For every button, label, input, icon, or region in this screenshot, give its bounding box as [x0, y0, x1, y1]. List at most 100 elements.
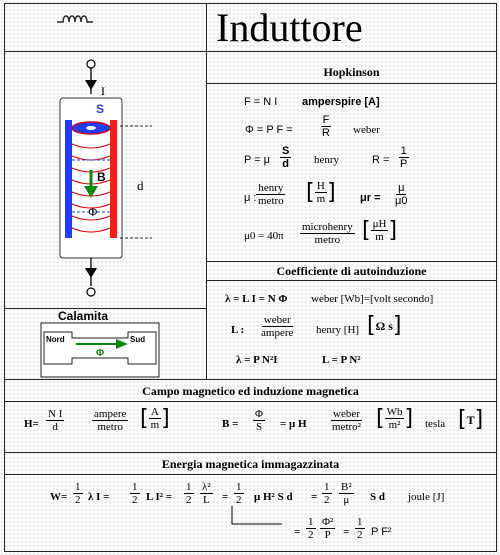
- mu-num: μ: [396, 182, 407, 195]
- hopkinson-title: Hopkinson: [323, 65, 380, 79]
- lambda-i: λ I =: [88, 491, 110, 503]
- eq-1: =: [222, 491, 229, 503]
- henry-num: henry: [256, 182, 286, 195]
- ohm-s-bracket: [Ω s]: [367, 313, 402, 338]
- one-6: 1: [306, 516, 316, 529]
- ni-num: N I: [46, 408, 65, 421]
- m2-den: m²: [388, 419, 401, 431]
- one-num: 1: [398, 145, 409, 158]
- mu-label: μ :: [244, 192, 257, 204]
- joule-text: joule [J]: [408, 491, 445, 503]
- one-1: 1: [73, 481, 83, 494]
- magnet-diagram: [40, 322, 160, 378]
- campo-title-line: [4, 401, 497, 402]
- metro2-den: metro²: [332, 421, 361, 433]
- inductor-diagram: [59, 59, 152, 297]
- connector-line: [231, 506, 282, 525]
- two-1: 2: [75, 494, 81, 506]
- amperspire: amperspire [A]: [302, 96, 380, 108]
- h-num: H: [314, 180, 327, 193]
- one-7: 1: [355, 516, 365, 529]
- sud-label: Sud: [130, 335, 146, 344]
- phi-label: Φ: [88, 205, 98, 219]
- m-den: m: [316, 193, 326, 205]
- lambda-eq: λ = L I = N Φ: [225, 293, 288, 305]
- lambda2-num: λ²: [200, 481, 213, 494]
- auto-top-line: [206, 261, 497, 262]
- lambda-pn2i: λ = P N²I: [236, 354, 278, 366]
- m-den: m: [150, 419, 160, 431]
- p-eq: P = μ: [244, 154, 271, 166]
- w-eq: W=: [50, 491, 68, 503]
- f-eq: F = N I: [244, 96, 278, 108]
- two-4: 2: [236, 494, 242, 506]
- phi-num: Φ: [253, 408, 266, 421]
- auto-title: Coefficiente di autoinduzione: [276, 264, 427, 278]
- eq-4: =: [343, 526, 350, 538]
- two-5: 2: [324, 494, 330, 506]
- s-den: S: [255, 421, 263, 433]
- b-label: B: [97, 170, 106, 184]
- l-den: L: [202, 494, 210, 506]
- r-eq: R =: [372, 154, 390, 166]
- one-3: 1: [184, 481, 194, 494]
- weber-num: weber: [331, 408, 362, 421]
- r-den: R: [322, 127, 330, 139]
- b-eq: B =: [222, 418, 239, 430]
- henry-unit: henry: [314, 154, 340, 166]
- metro-den: metro: [258, 195, 284, 207]
- nord-label: Nord: [46, 335, 65, 344]
- microhenry-num: microhenry: [300, 221, 355, 234]
- d-den: d: [282, 158, 290, 170]
- one-4: 1: [234, 481, 244, 494]
- eq-3: =: [294, 526, 301, 538]
- pf2: P F²: [371, 526, 392, 538]
- two-2: 2: [132, 494, 138, 506]
- p-den: P: [400, 158, 408, 170]
- two-6: 2: [308, 529, 314, 541]
- weber-volt-text: weber [Wb]=[volt secondo]: [311, 293, 434, 305]
- mu-den: μ: [343, 494, 350, 506]
- phi2-num: Φ²: [320, 516, 336, 529]
- calamita-phi: Φ: [96, 348, 105, 359]
- d-label: d: [137, 178, 144, 193]
- column-divider: [206, 51, 207, 379]
- calamita-top-line: [4, 308, 206, 309]
- l-i2: L I² =: [146, 491, 173, 503]
- ohm-s: Ω s: [375, 318, 393, 333]
- a-num: A: [148, 406, 161, 419]
- metro-den: metro: [97, 421, 124, 433]
- weber-num: weber: [261, 314, 293, 327]
- ampere-den: ampere: [261, 327, 294, 339]
- b2-num: B²: [339, 481, 354, 494]
- weber-unit: weber: [353, 124, 380, 136]
- mur-label: μr =: [360, 192, 381, 204]
- h-eq: H=: [24, 418, 39, 430]
- mu0-eq: μ0 = 40π: [244, 230, 284, 242]
- coil-icon: [57, 15, 93, 23]
- l-label: L :: [231, 324, 245, 336]
- s-num: S: [280, 145, 292, 158]
- auto-title-line: [206, 280, 497, 281]
- henry-text: henry [H]: [316, 324, 360, 336]
- f-num: F: [320, 114, 332, 127]
- hopkinson-title-line: [206, 83, 497, 84]
- eq-2: =: [311, 491, 318, 503]
